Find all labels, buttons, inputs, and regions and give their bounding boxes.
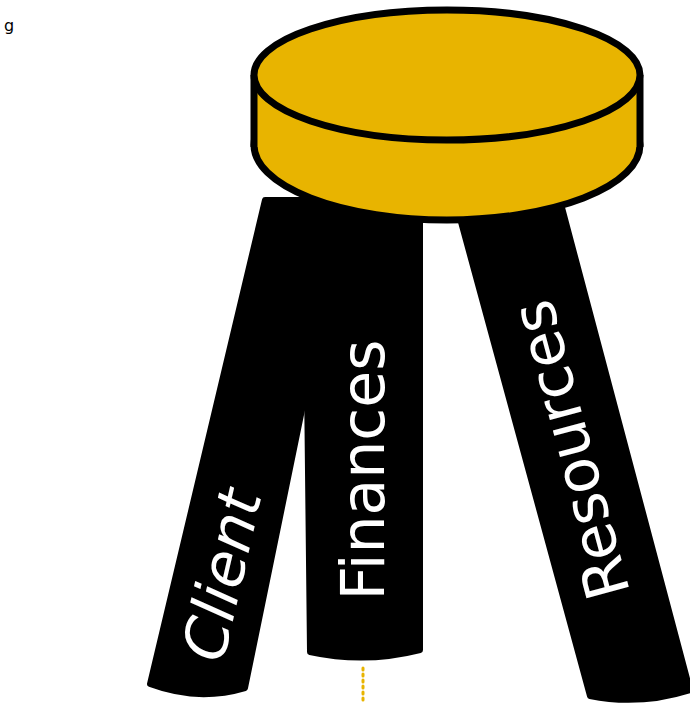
stool-seat [254,10,640,220]
stool-leg [455,200,690,700]
stool-leg [305,200,420,658]
dotted-line [362,668,365,702]
stool-leg-label: Finances [330,336,396,605]
cut-off-text: g [4,16,14,35]
leg-text: Finances [330,336,396,601]
